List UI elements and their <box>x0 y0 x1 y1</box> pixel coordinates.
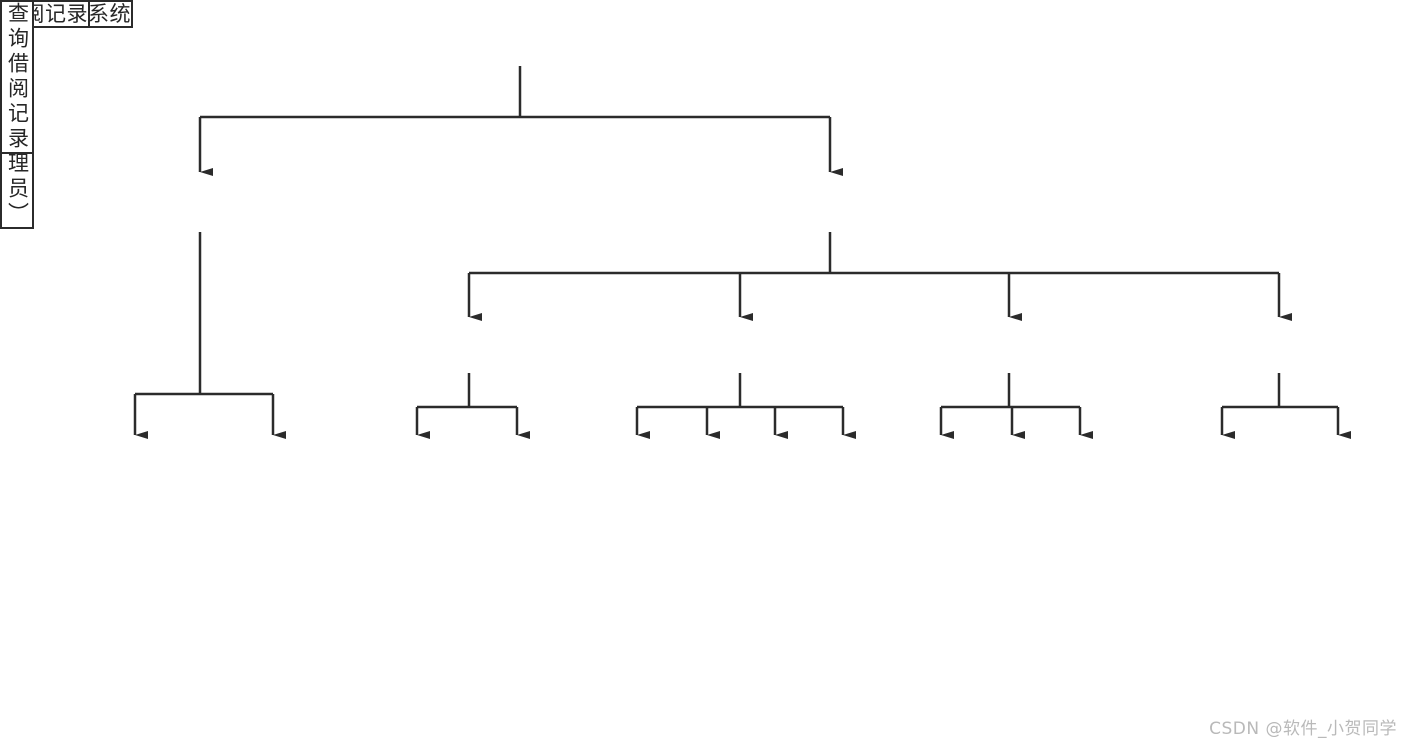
csdn-watermark: CSDN @软件_小贺同学 <box>1209 719 1397 739</box>
edges-group <box>133 66 1351 439</box>
node-label: 查询借阅记录 <box>5 2 30 152</box>
leaf-query-borrow-record[interactable]: 查询借阅记录 <box>0 0 35 154</box>
